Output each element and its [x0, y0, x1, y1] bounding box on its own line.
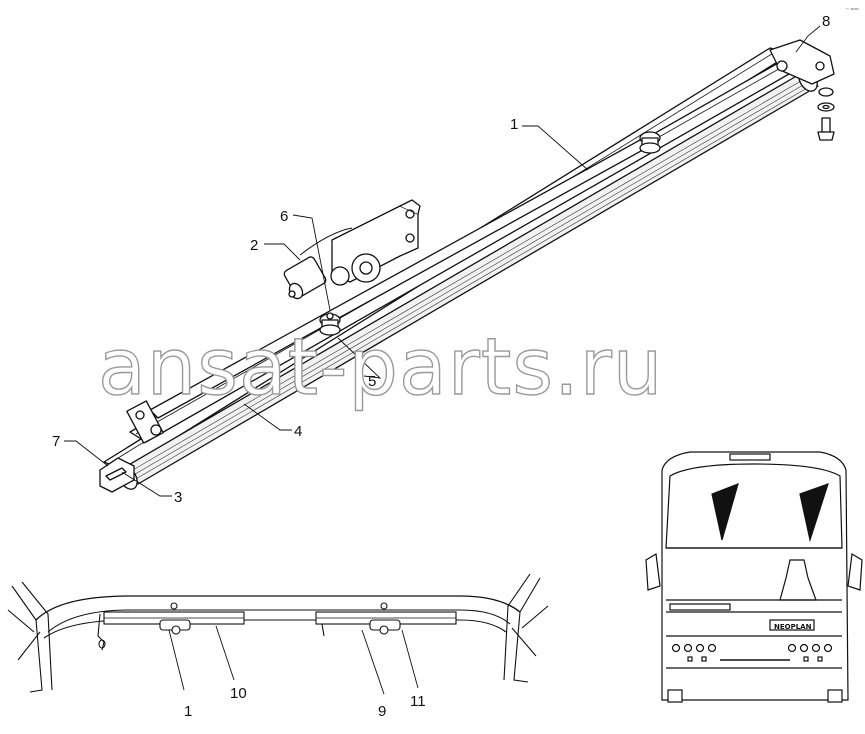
callout-10: 10 [230, 685, 247, 702]
callout-1: 1 [510, 116, 518, 133]
tube-hatching [125, 77, 815, 481]
wiper-arrow-right [799, 483, 829, 543]
callout-3: 3 [174, 489, 182, 506]
callout-8: 8 [822, 13, 830, 30]
wiper-linkage-assembly [99, 39, 835, 493]
left-bracket-slot [105, 467, 127, 481]
callout-5: 5 [368, 373, 376, 390]
header-beam [35, 595, 521, 621]
crank-pivot [319, 312, 341, 336]
mirror-left [645, 553, 661, 591]
callout-4: 4 [294, 423, 302, 440]
gearbox-bracket [330, 199, 421, 286]
bus-wheel-right [827, 689, 843, 703]
callout-labels: 1 2 6 5 4 3 7 8 1 10 9 11 [52, 13, 830, 720]
headlights [671, 643, 833, 662]
callout-11: 11 [410, 693, 426, 710]
callout-2: 2 [250, 237, 258, 254]
left-pillar [11, 581, 53, 693]
installed-view [7, 573, 549, 693]
watermark: ansat-parts.ru [98, 323, 663, 413]
right-end-bracket [769, 39, 835, 85]
right-pivot [639, 131, 661, 154]
callout-1-bottom: 1 [184, 703, 192, 720]
callout-6: 6 [280, 208, 288, 225]
bus-brand-badge: NEOPLAN [774, 623, 812, 631]
right-pillar [503, 573, 541, 683]
callout-7: 7 [52, 433, 60, 450]
fasteners-exploded [817, 87, 835, 141]
gear-wheel [351, 253, 381, 283]
hanging-cable [97, 613, 105, 651]
left-pivot-bolt [150, 424, 162, 436]
bus-front-view [645, 451, 863, 703]
wiper-arrow-left [711, 483, 739, 541]
gear-hub [330, 266, 350, 286]
windshield [665, 463, 843, 549]
mirror-right [847, 553, 863, 591]
wiper-motor [283, 227, 353, 300]
bus-wheel-left [667, 689, 683, 703]
corner-mark: ⌐ ▫▫▫ [846, 6, 859, 11]
wiper-tube-4 [119, 73, 819, 485]
callout-leaders [64, 25, 821, 695]
left-pivot-nut [135, 410, 145, 420]
callout-9: 9 [378, 703, 386, 720]
